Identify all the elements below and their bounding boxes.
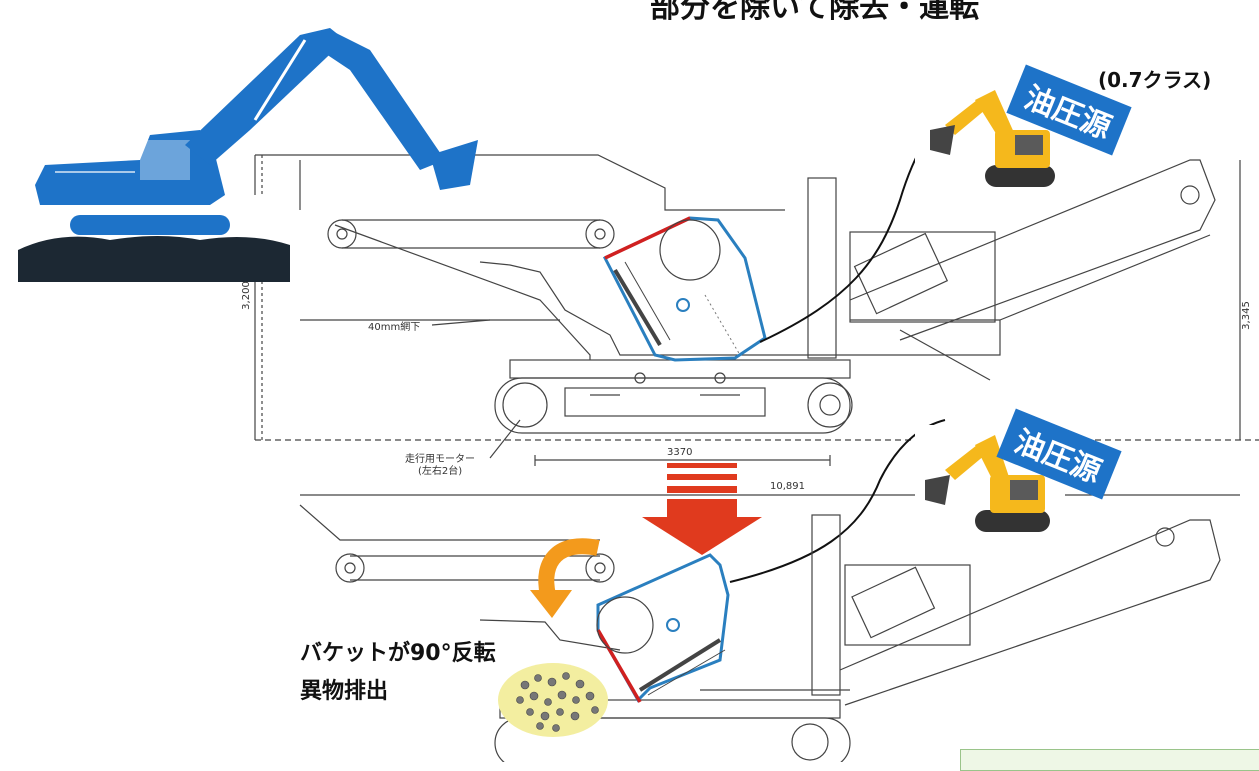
- large-excavator-image: [18, 28, 478, 282]
- note-box: [960, 749, 1259, 771]
- total-length-dimension: 10,891: [770, 481, 805, 492]
- bottom-machine-drawing: [299, 504, 1221, 762]
- header-fragment: 部分を除いて除去・運転: [650, 0, 980, 25]
- top-crusher-outline: [602, 216, 767, 362]
- down-arrow: [642, 463, 762, 555]
- height-dimension-left: 3,200: [240, 281, 252, 310]
- debris-ellipse: [498, 663, 608, 737]
- screen-note: 40mm網下: [368, 322, 421, 333]
- bucket-rotation-label: バケットが90°反転: [300, 641, 496, 666]
- bottom-crusher-outline: [596, 553, 730, 703]
- motor-note-line2: (左右2台): [418, 466, 463, 477]
- rotation-arrow: [530, 538, 600, 618]
- class-label: (0.7クラス): [1098, 68, 1212, 92]
- top-machine-drawing: [254, 154, 1259, 496]
- height-dimension-right: 3,345: [1240, 301, 1252, 330]
- motor-note-line1: 走行用モーター: [405, 454, 475, 465]
- foreign-discharge-label: 異物排出: [300, 679, 389, 704]
- track-length-dimension: 3370: [667, 447, 693, 458]
- bottom-hydraulic-hose: [729, 419, 946, 583]
